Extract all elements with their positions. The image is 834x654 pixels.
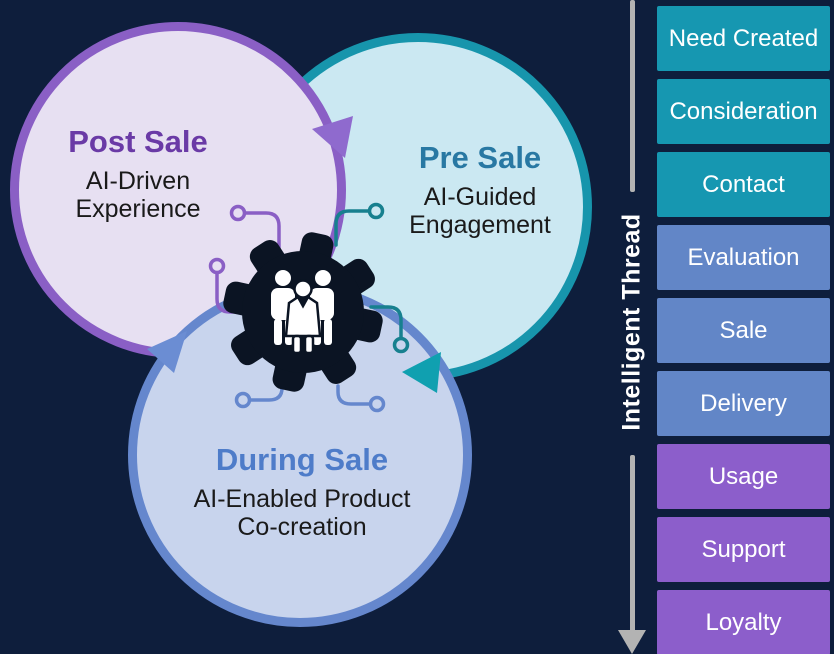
stage-box-need-created: Need Created xyxy=(657,6,830,71)
stage-label: Support xyxy=(701,535,786,563)
during-sale-label: During Sale AI-Enabled Product Co-creati… xyxy=(172,442,432,541)
stage-label: Evaluation xyxy=(687,243,800,271)
during-sale-subtitle: AI-Enabled Product Co-creation xyxy=(172,485,432,541)
during-sale-title: During Sale xyxy=(215,442,389,477)
stage-label: Usage xyxy=(708,462,779,490)
subtitle-line: Co-creation xyxy=(237,513,367,541)
journey-stage-list: Need Created Consideration Contact Evalu… xyxy=(657,6,830,654)
thread-arrow-down-icon xyxy=(618,630,646,654)
stage-box-consideration: Consideration xyxy=(657,79,830,144)
subtitle-line: AI-Enabled Product xyxy=(193,485,411,513)
stage-box-delivery: Delivery xyxy=(657,371,830,436)
subtitle-line: AI-Guided xyxy=(423,183,537,211)
stage-box-sale: Sale xyxy=(657,298,830,363)
during-to-post-arrow-icon xyxy=(147,331,187,373)
pre-circuit-trace-icons xyxy=(334,202,410,354)
thread-line-bottom xyxy=(630,455,635,632)
venn-diagram xyxy=(10,22,592,627)
stage-label: Delivery xyxy=(700,389,787,417)
subtitle-line: AI-Driven xyxy=(85,167,191,195)
subtitle-line: Experience xyxy=(75,195,201,223)
pre-sale-title: Pre Sale xyxy=(418,140,542,175)
person-center-icon xyxy=(284,279,322,355)
intelligent-thread-label: Intelligent Thread xyxy=(617,213,646,431)
pre-sale-label: Pre Sale AI-Guided Engagement xyxy=(380,140,580,239)
post-sale-label: Post Sale AI-Driven Experience xyxy=(38,124,238,223)
team-icon xyxy=(271,270,334,355)
during-circuit-trace-icons xyxy=(234,379,386,413)
stage-label: Loyalty xyxy=(705,608,782,636)
stage-box-loyalty: Loyalty xyxy=(657,590,830,654)
pre-sale-subtitle: AI-Guided Engagement xyxy=(380,183,580,239)
stage-label: Contact xyxy=(702,170,785,198)
stage-box-usage: Usage xyxy=(657,444,830,509)
stage-box-evaluation: Evaluation xyxy=(657,225,830,290)
pre-to-during-arrow-icon xyxy=(402,352,441,393)
stage-label: Consideration xyxy=(669,97,818,125)
post-to-pre-arrow-icon xyxy=(312,116,353,158)
post-sale-title: Post Sale xyxy=(68,124,208,159)
stage-label: Need Created xyxy=(668,24,819,52)
stage-box-contact: Contact xyxy=(657,152,830,217)
thread-line-top xyxy=(630,0,635,192)
subtitle-line: Engagement xyxy=(409,211,551,239)
post-sale-subtitle: AI-Driven Experience xyxy=(38,167,238,223)
stage-label: Sale xyxy=(719,316,768,344)
stage-box-support: Support xyxy=(657,517,830,582)
